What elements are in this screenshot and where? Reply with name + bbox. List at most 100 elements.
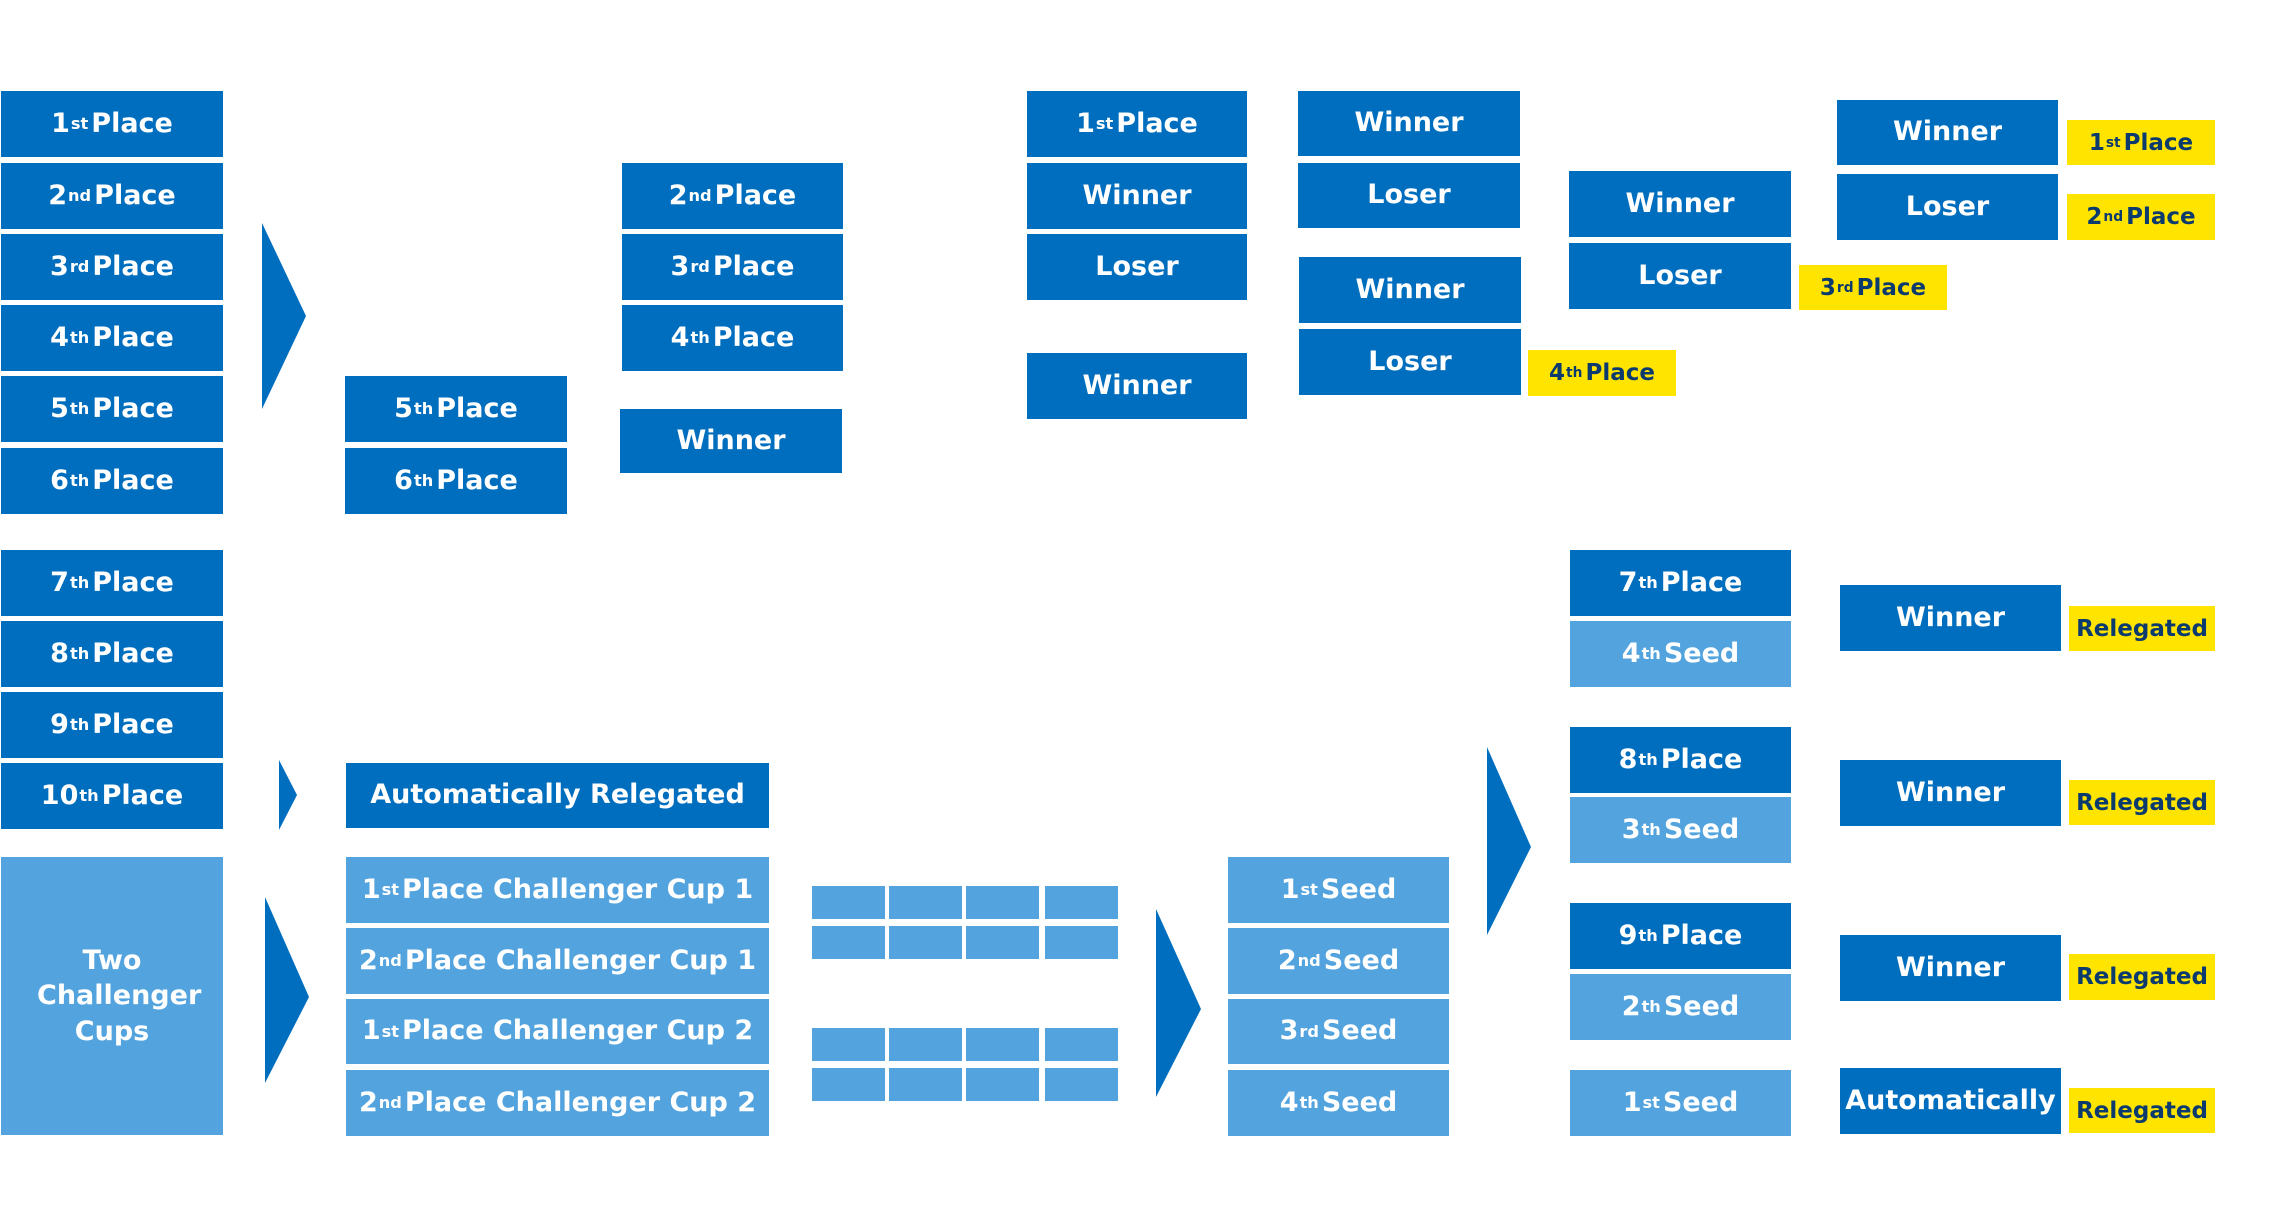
winner-label: Winner [1082,369,1192,401]
two-challenger-cups: Two Challenger Cups [1,857,223,1135]
rank-label: Place [92,708,174,740]
bracket-c-winner: Winner [1569,171,1791,237]
rank-label: Place Challenger Cup 2 [404,1086,757,1118]
winner-label: Winner [1892,116,2003,148]
auto-relegated-label: Automatically Relegated [370,779,745,811]
mini-match-slot [966,886,1039,919]
relegated-badge: Relegated [2069,1088,2215,1133]
rank-number: 2 [48,179,68,211]
rank-label: Place [1585,360,1655,386]
rank-number: 9 [50,708,69,740]
rank-number: 3 [1819,274,1836,301]
rank-number: 9 [1618,919,1638,951]
rank-number: 6 [50,464,69,496]
rank-label: Place [92,250,174,282]
rank-label: Place [92,566,174,598]
arrow-right-icon [1156,909,1201,1097]
rank-number: 7 [50,566,69,598]
arrow-right-icon [262,223,306,409]
bracket-b-loser: Loser [1298,163,1520,228]
rank-label: Seed [1663,637,1740,669]
loser-label: Loser [1367,179,1451,211]
rank-number: 4 [670,321,690,353]
rank-label: Place [92,392,174,424]
rank-label: Place [714,179,797,211]
rank-label: Place Challenger Cup 1 [401,873,754,905]
mini-match-slot [966,1068,1039,1101]
winner-label: Winner [1895,776,2006,808]
rank-label: Place [91,107,173,139]
mini-match-slot [966,1028,1039,1061]
loser-label: Loser [1095,250,1179,282]
rank-number: 2 [358,1086,378,1118]
rank-label: Seed [1321,1015,1398,1047]
rank-label: Place [2126,204,2196,230]
rank-number: 4 [1549,360,1566,386]
rank-number: 3 [50,250,69,282]
automatically-label: Automatically [1845,1084,2056,1116]
rank-label: Place [92,637,174,669]
mini-match-slot [1045,886,1118,919]
mini-match-slot [889,1068,962,1101]
rank-label: Place [1856,274,1927,301]
rank-number: 3 [670,250,690,282]
rank-label: Place [92,321,174,353]
mini-match-slot [1045,926,1118,959]
play-in-winner: Winner [620,409,842,473]
winner-label: Winner [1895,951,2006,983]
relegated-badge: Relegated [2069,780,2215,825]
rank-label: Place Challenger Cup 2 [401,1015,754,1047]
winner-label: Winner [1625,187,1735,219]
rank-label: Seed [1323,944,1400,976]
rank-label: Seed [1663,813,1740,845]
rank-number: 2 [358,944,378,976]
bracket-b-loser-2: Loser [1299,329,1521,395]
winner-label: Winner [1895,601,2006,633]
rank-number: 1 [361,873,381,905]
rank-label: Place [1660,743,1743,775]
mini-match-slot [889,886,962,919]
rank-number: 2 [668,179,688,211]
rank-number: 7 [1618,566,1638,598]
mini-match-slot [889,1028,962,1061]
bracket-b-winner-2: Winner [1299,257,1521,323]
winner-label: Winner [676,424,786,456]
rank-label: Place [712,250,795,282]
rank-number: 5 [50,392,69,424]
rank-number: 1 [1280,873,1300,905]
mini-match-slot [812,1028,885,1061]
arrow-right-icon [265,897,309,1083]
rank-number: 1 [1076,107,1095,139]
challenger-cups-label: Two Challenger Cups [37,945,202,1047]
winner-label: Winner [1082,179,1192,211]
bracket-a-winner-2: Winner [1027,353,1247,419]
arrow-right-icon [279,760,297,830]
rank-label: Place [1660,919,1743,951]
matchup-1-winner: Winner [1840,585,2061,651]
rank-number: 4 [1279,1086,1299,1118]
rank-label: Place [92,464,174,496]
rank-label: Seed [1662,1086,1739,1118]
